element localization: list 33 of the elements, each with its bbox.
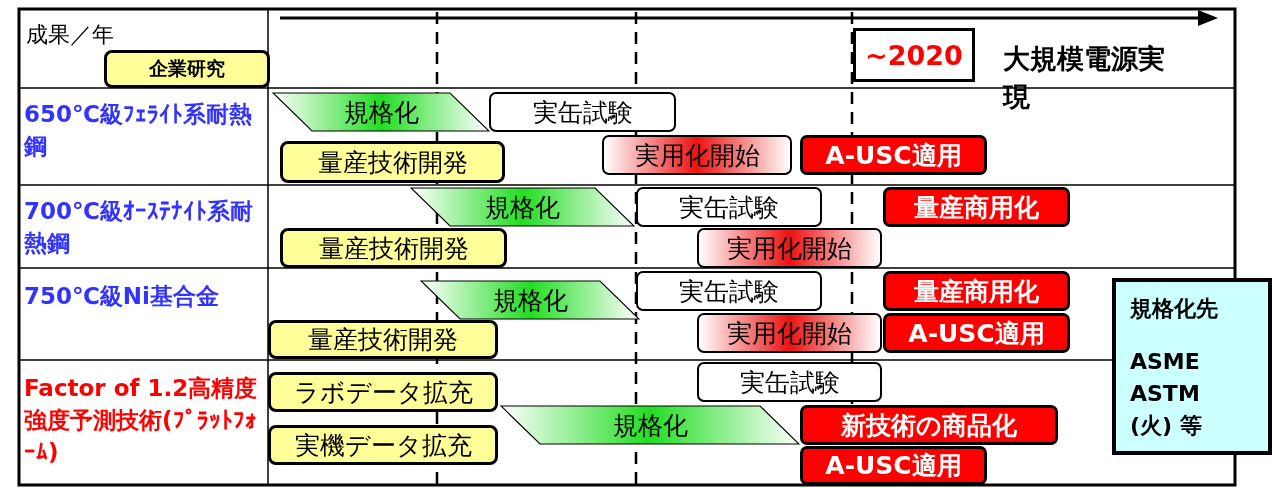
task-box: 実機データ拡充: [268, 425, 498, 465]
task-box: 量産技術開発: [280, 228, 507, 268]
goal-note: 大規模電源実現: [1003, 42, 1166, 114]
row-header: 650℃級ﾌｪﾗｲﾄ系耐熱鋼: [24, 100, 253, 162]
column-header: 成果／年: [26, 21, 115, 49]
start-box: 実用化開始: [697, 313, 882, 353]
test-box: 実缶試験: [636, 271, 822, 311]
standardization-band: 規格化: [410, 187, 635, 227]
row-header: 750℃級Ni基合金: [24, 282, 220, 311]
milestone-box: 量産商用化: [883, 271, 1070, 311]
start-box: 実用化開始: [602, 135, 792, 175]
row-header: Factor of 1.2高精度強度予測技術(ﾌﾟﾗｯﾄﾌｫｰﾑ): [24, 374, 259, 468]
year-box: ~2020: [853, 28, 975, 82]
test-box: 実缶試験: [636, 187, 822, 227]
task-box: 量産技術開発: [280, 141, 505, 183]
panel-heading: 規格化先: [1130, 295, 1218, 323]
milestone-box: A-USC適用: [800, 446, 987, 485]
milestone-box: 量産商用化: [883, 187, 1070, 227]
task-box: 企業研究: [104, 50, 270, 88]
test-box: 実缶試験: [697, 362, 882, 402]
row-header: 700℃級ｵｰｽﾃﾅｲﾄ系耐熱鋼: [24, 197, 254, 259]
task-box: ラボデータ拡充: [268, 372, 498, 412]
panel-body: ASME ASTM (火) 等: [1130, 348, 1203, 440]
task-box: 量産技術開発: [268, 320, 498, 359]
standards-panel: [1112, 278, 1272, 455]
standardization-band: 規格化: [272, 92, 490, 132]
standardization-band: 規格化: [420, 280, 640, 320]
start-box: 実用化開始: [697, 228, 882, 268]
milestone-box: A-USC適用: [800, 135, 987, 175]
standardization-band: 規格化: [500, 405, 800, 445]
milestone-box: 新技術の商品化: [800, 405, 1058, 445]
milestone-box: A-USC適用: [883, 313, 1070, 353]
test-box: 実缶試験: [489, 92, 676, 132]
